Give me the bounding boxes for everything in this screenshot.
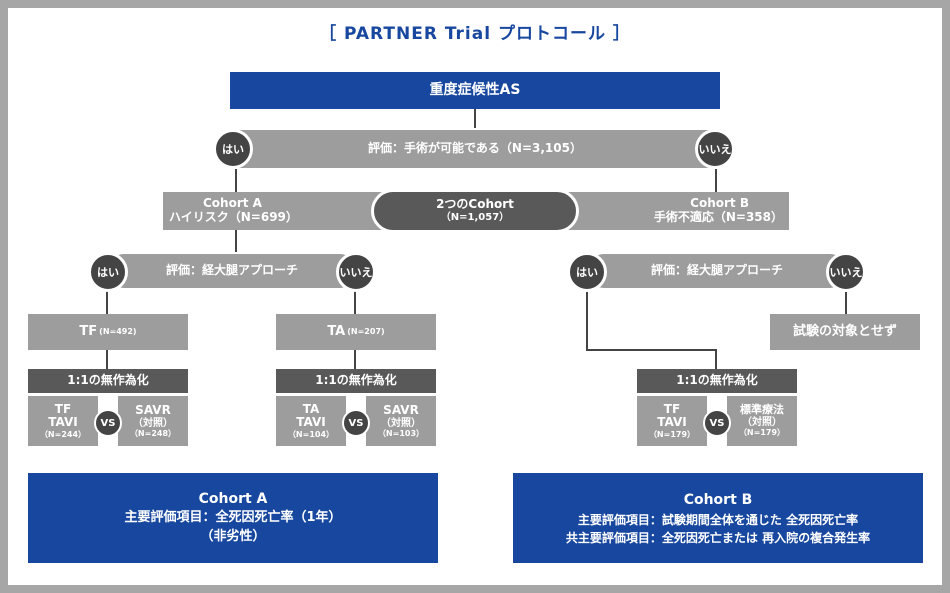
- randomize-label: 1:1の無作為化: [315, 373, 397, 388]
- eval-surgery-label: 評価：手術が可能である（N=3,105）: [368, 141, 582, 156]
- arm-savr-b: SAVR （対照） （N=103）: [366, 396, 436, 446]
- vs-badge-tf: VS: [94, 409, 122, 437]
- no-label: いいえ: [339, 266, 373, 279]
- arm-line1: TF: [54, 401, 72, 416]
- arm-n: （N=179）: [648, 430, 696, 440]
- ta-box: TA (N=207): [276, 314, 436, 350]
- summary-b-line2: 共主要評価項目：全死因死亡または 再入院の複合発生率: [565, 530, 871, 545]
- summary-b-line1: 主要評価項目：試験期間全体を通じた 全死因死亡率: [577, 512, 859, 527]
- vs-label: VS: [100, 417, 116, 429]
- summary-a-line2: （非劣性）: [200, 529, 266, 545]
- arm-line2: TAVI: [296, 415, 326, 430]
- no-circle-left: いいえ: [336, 252, 376, 292]
- summary-a-title: Cohort A: [198, 491, 268, 507]
- cohort-b-line2: 手術不適応（N=358）: [653, 210, 783, 224]
- not-studied-box: 試験の対象とせず: [770, 314, 920, 350]
- randomize-bar-tf: 1:1の無作為化: [28, 369, 188, 393]
- arm-line2: （対照）: [742, 416, 782, 428]
- no-label: いいえ: [829, 266, 863, 279]
- vs-label: VS: [348, 417, 364, 429]
- arm-line2: TAVI: [48, 415, 78, 430]
- randomize-bar-b: 1:1の無作為化: [637, 369, 797, 393]
- ta-label: TA: [327, 323, 346, 339]
- cohort-a-line2: ハイリスク（N=699）: [169, 210, 298, 224]
- yes-circle-eval1: はい: [213, 129, 253, 169]
- cohort-a-line1: Cohort A: [203, 196, 262, 211]
- arm-n: （N=104）: [287, 430, 335, 440]
- summary-cohort-a: Cohort A 主要評価項目：全死因死亡率（1年） （非劣性）: [28, 473, 438, 563]
- arm-standard-therapy: 標準療法 （対照） （N=179）: [727, 396, 797, 446]
- arm-n: （N=103）: [377, 429, 425, 439]
- vs-badge-b: VS: [703, 409, 731, 437]
- arm-line2: TAVI: [657, 415, 687, 430]
- arm-savr-a: SAVR （対照） （N=248）: [118, 396, 188, 446]
- no-circle-right: いいえ: [826, 252, 866, 292]
- arm-b-tavi: TF TAVI （N=179）: [637, 396, 707, 446]
- two-cohorts-pill: 2つのCohort （N=1,057）: [371, 189, 579, 233]
- no-label: いいえ: [698, 143, 732, 156]
- arm-line2: （対照）: [133, 417, 173, 429]
- arm-line1: 標準療法: [740, 403, 784, 417]
- yes-circle-right: はい: [567, 252, 607, 292]
- tf-n: (N=492): [99, 327, 137, 337]
- randomize-label: 1:1の無作為化: [676, 373, 758, 388]
- two-cohorts-line1: 2つのCohort: [436, 197, 514, 212]
- randomize-label: 1:1の無作為化: [67, 373, 149, 388]
- root-node: 重度症候性AS: [230, 72, 720, 109]
- arm-n: （N=179）: [738, 428, 786, 438]
- summary-a-line1: 主要評価項目：全死因死亡率（1年）: [124, 510, 342, 526]
- cohort-a-box: Cohort A ハイリスク（N=699）: [163, 192, 403, 230]
- ta-n: (N=207): [347, 327, 385, 337]
- arm-n: （N=248）: [129, 429, 177, 439]
- arm-line1: TF: [663, 401, 681, 416]
- arm-n: （N=244）: [39, 430, 87, 440]
- yes-label: はい: [576, 266, 598, 279]
- arm-line2: （対照）: [381, 417, 421, 429]
- arm-tf-tavi: TF TAVI （N=244）: [28, 396, 98, 446]
- arm-line1: TA: [302, 401, 320, 416]
- yes-label: はい: [97, 266, 119, 279]
- two-cohorts-line2: （N=1,057）: [440, 212, 510, 224]
- tf-label: TF: [79, 323, 98, 339]
- summary-b-title: Cohort B: [683, 491, 753, 508]
- arm-line1: SAVR: [383, 402, 419, 417]
- root-label: 重度症候性AS: [429, 82, 521, 99]
- eval-surgery-bar: 評価：手術が可能である（N=3,105）: [232, 130, 718, 168]
- no-circle-eval1: いいえ: [695, 129, 735, 169]
- yes-circle-left: はい: [88, 252, 128, 292]
- arm-line1: SAVR: [135, 402, 171, 417]
- eval-transfemoral-left-label: 評価：経大腿アプローチ: [165, 263, 298, 278]
- page-title-text: ［ PARTNER Trial プロトコール ］: [319, 24, 631, 45]
- eval-transfemoral-right-label: 評価：経大腿アプローチ: [650, 263, 783, 278]
- vs-label: VS: [709, 417, 725, 429]
- arm-ta-tavi: TA TAVI （N=104）: [276, 396, 346, 446]
- cohort-b-line1: Cohort B: [690, 196, 749, 211]
- vs-badge-ta: VS: [342, 409, 370, 437]
- summary-cohort-b: Cohort B 主要評価項目：試験期間全体を通じた 全死因死亡率 共主要評価項…: [513, 473, 923, 563]
- eval-transfemoral-right: 評価：経大腿アプローチ: [588, 254, 846, 288]
- randomize-bar-ta: 1:1の無作為化: [276, 369, 436, 393]
- yes-label: はい: [222, 143, 244, 156]
- tf-box: TF (N=492): [28, 314, 188, 350]
- page-title: ［ PARTNER Trial プロトコール ］: [230, 22, 720, 48]
- eval-transfemoral-left: 評価：経大腿アプローチ: [108, 254, 356, 288]
- not-studied-label: 試験の対象とせず: [792, 323, 897, 339]
- cohort-b-box: Cohort B 手術不適応（N=358）: [553, 192, 789, 230]
